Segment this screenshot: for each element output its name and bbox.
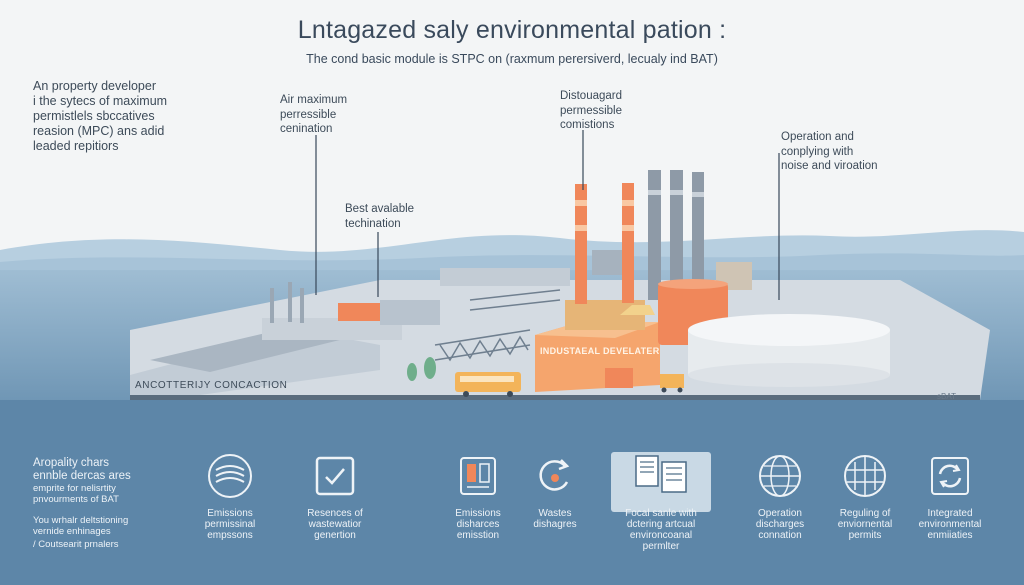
- icon-label: Emissions permissinal empssons: [204, 508, 256, 541]
- page-title: Lntagazed saly environmental pation :: [297, 16, 727, 44]
- icon-item: Emissions disharces emisstion: [423, 452, 533, 541]
- left-panel-bullet: / Coutsearit prnalers: [33, 539, 119, 550]
- industrial-plant: [535, 300, 660, 392]
- callout-air-emissions: Air maximum perressible cenination: [280, 94, 348, 135]
- icon-label: Reguling of enviornental permits: [837, 508, 893, 541]
- icon-item: Resences of wastewatior genertion: [280, 452, 390, 541]
- callout-operation-noise: Operation and conplying with noise and v…: [781, 131, 878, 172]
- globe-grid-icon: [844, 455, 886, 497]
- globe-icon: [759, 455, 801, 497]
- left-panel-sub: emprite for nelisrtity pnvourments of BA…: [33, 483, 119, 505]
- orange-chimneys: [575, 183, 634, 304]
- corner-tag: sBAT: [937, 392, 956, 401]
- page-subtitle: The cond basic module is STPC on (raxmum…: [306, 52, 718, 66]
- document-icon: [460, 457, 496, 495]
- icon-item: Focal sanle with dctering artcual enviro…: [606, 452, 716, 552]
- truck-icon: [660, 374, 684, 393]
- callout-best-available: Best avalable techination: [345, 203, 415, 230]
- warehouse-buildings: [130, 268, 570, 395]
- icon-label: Wastes dishagres: [533, 508, 577, 530]
- storage-tank: [688, 314, 890, 387]
- truss-conveyor: [434, 289, 561, 362]
- callout-discharged: Distouagard permessible comistions: [560, 90, 623, 131]
- icon-item: Operation discharges connation: [725, 452, 835, 541]
- ground-label: ANCOTTERIJY CONCACTION: [135, 380, 288, 391]
- icon-item: Reguling of enviornental permits: [810, 452, 920, 541]
- callout-property-developer: An property developer i the sytecs of ma…: [33, 79, 168, 153]
- recycle-icon: [539, 459, 570, 491]
- icon-label: Resences of wastewatior genertion: [307, 508, 363, 541]
- plant-sign: INDUSTAEAL DEVELATER: [540, 346, 660, 356]
- grey-chimneys: [592, 170, 752, 300]
- icon-item: Integrated environmental enmiiaties: [895, 452, 1005, 541]
- checkbox-icon: [315, 456, 355, 496]
- layers-icon: [208, 454, 252, 498]
- callout-lines: [315, 130, 780, 300]
- refresh-frame-icon: [931, 457, 969, 495]
- icon-label: Emissions disharces emisstion: [455, 508, 501, 541]
- icon-label: Operation discharges connation: [755, 508, 805, 541]
- icon-label: Focal sanle with dctering artcual enviro…: [625, 508, 697, 552]
- left-panel-bullet: You wrhalr deltstioning vernide enhinage…: [33, 515, 129, 537]
- icon-item: Wastes dishagres: [500, 452, 610, 530]
- icon-label: Integrated environmental enmiiaties: [918, 508, 982, 541]
- left-panel-heading: Aropality chars ennble dercas ares: [33, 457, 131, 482]
- icon-item: Emissions permissinal empssons: [175, 452, 285, 541]
- highlight-card: [611, 452, 711, 512]
- bus-icon: [455, 372, 521, 397]
- report-icon: [635, 455, 687, 493]
- left-panel: Aropality chars ennble dercas ares empri…: [33, 457, 131, 550]
